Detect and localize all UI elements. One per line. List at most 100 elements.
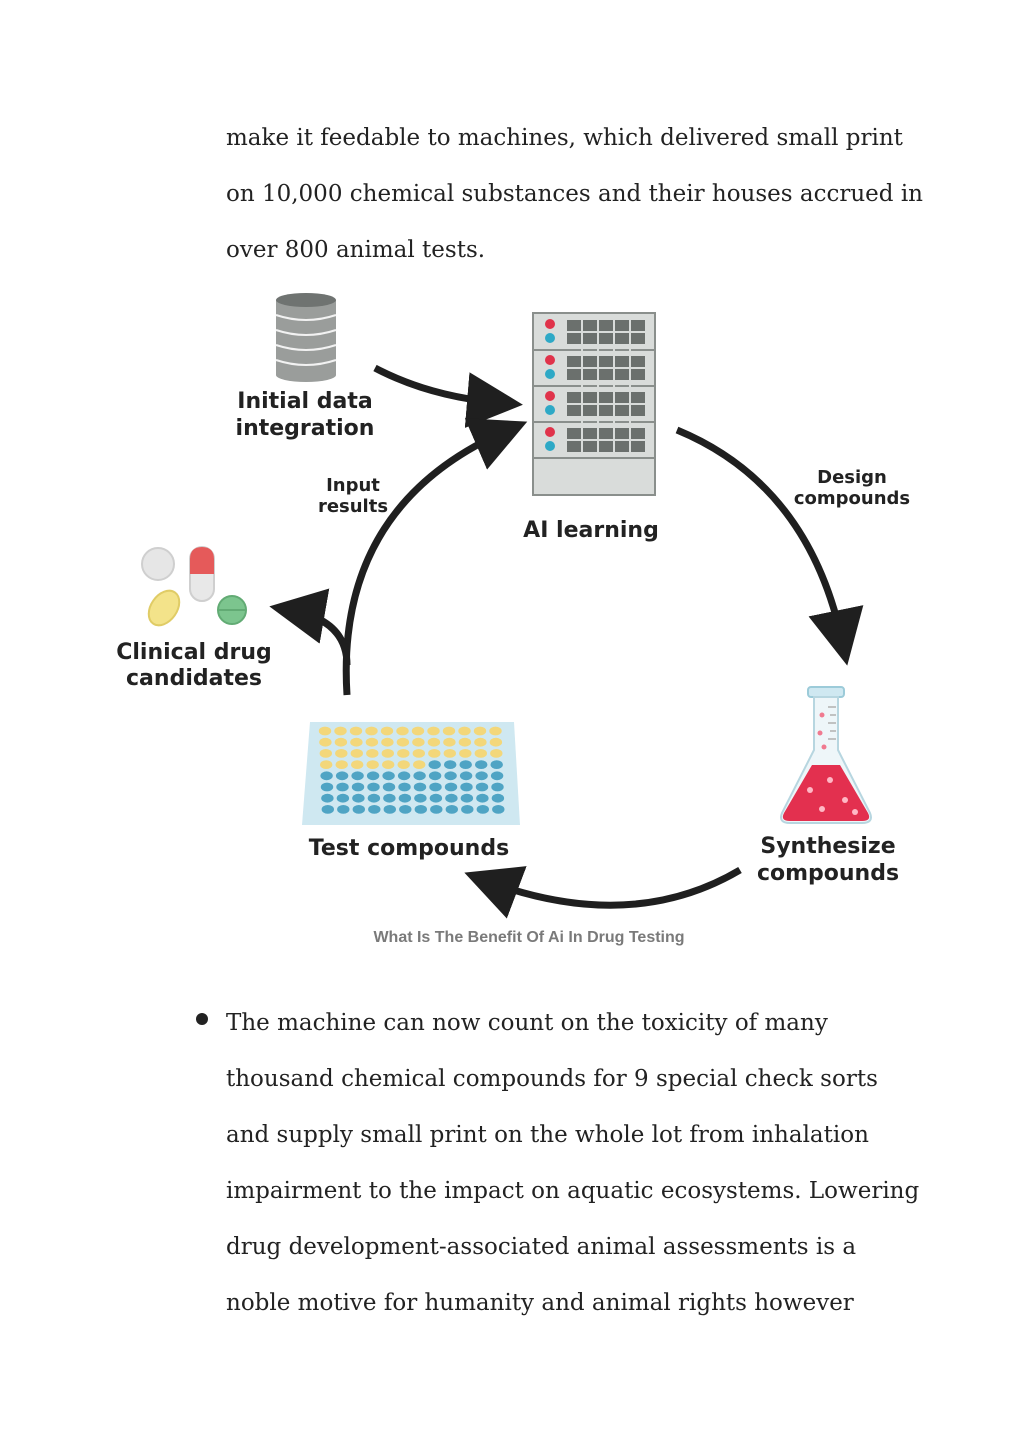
plate-well — [336, 793, 350, 803]
plate-well — [351, 760, 364, 769]
plate-well — [492, 805, 505, 814]
plate-well — [475, 771, 488, 781]
design-compounds-label: Design — [817, 467, 887, 488]
arrow-ai-to-design — [675, 426, 864, 666]
plate-well — [336, 782, 349, 792]
bullet-line: and supply small print on the whole lot … — [226, 1122, 869, 1148]
plate-well — [396, 737, 410, 747]
plate-well — [337, 805, 350, 814]
plate-well — [334, 726, 347, 736]
plate-well — [320, 782, 334, 792]
plate-well — [458, 737, 472, 747]
plate-well — [352, 793, 365, 803]
intro-line: make it feedable to machines, which deli… — [226, 125, 903, 151]
plate-well — [428, 771, 442, 781]
plate-well — [428, 749, 441, 758]
plate-well — [474, 737, 487, 747]
plate-well — [334, 737, 348, 747]
plate-well — [459, 760, 472, 769]
plate-well — [399, 805, 412, 814]
plate-well — [413, 771, 426, 781]
arrow-data-to-ai — [373, 364, 523, 428]
plate-well — [444, 771, 457, 781]
bullet-line: thousand chemical compounds for 9 specia… — [226, 1066, 878, 1092]
initial-data-label: Initial data — [237, 389, 372, 414]
plate-well — [349, 726, 363, 736]
plate-well — [444, 782, 458, 792]
plate-well — [381, 749, 394, 758]
plate-well — [351, 782, 365, 792]
plate-well — [367, 782, 380, 792]
plate-well — [382, 782, 396, 792]
plate-well — [489, 726, 502, 736]
plate-well — [383, 805, 396, 814]
plate-well — [414, 793, 427, 803]
test-compounds-label: Test compounds — [309, 836, 509, 861]
plate-well — [490, 749, 503, 758]
plate-well — [443, 749, 456, 758]
plate-well — [398, 793, 412, 803]
plate-well — [382, 771, 395, 781]
plate-well — [460, 782, 473, 792]
plate-well — [366, 749, 379, 758]
synthesize-label: compounds — [757, 861, 899, 886]
initial-data-label: integration — [236, 416, 375, 441]
plate-well — [428, 760, 441, 769]
plate-well — [380, 726, 394, 736]
plate-well — [352, 805, 365, 814]
plate-well — [443, 737, 456, 747]
plate-well — [460, 793, 474, 803]
plate-well — [335, 749, 348, 758]
figure-caption: What Is The Benefit Of Ai In Drug Testin… — [373, 929, 685, 946]
bullet-line: impairment to the impact on aquatic ecos… — [226, 1178, 920, 1204]
plate-well — [473, 726, 487, 736]
intro-line: on 10,000 chemical substances and their … — [226, 181, 923, 207]
plate-well — [367, 793, 381, 803]
plate-well — [398, 782, 411, 792]
plate-well — [319, 737, 332, 747]
plate-well — [396, 726, 409, 736]
plate-well — [476, 805, 489, 814]
bullet-line: noble motive for humanity and animal rig… — [226, 1290, 854, 1316]
intro-line: over 800 animal tests. — [226, 237, 486, 263]
plate-well — [412, 749, 425, 758]
plate-well — [413, 760, 426, 769]
clinical-drug-label: candidates — [126, 666, 262, 691]
plate-well — [366, 760, 379, 769]
bullet-point — [196, 1013, 208, 1025]
well-plate-icon — [302, 722, 520, 825]
plate-well — [321, 793, 334, 803]
plate-well — [351, 771, 364, 781]
arrow-test-to-ai — [342, 418, 528, 696]
plate-well — [475, 760, 488, 769]
arrow-to-clinical — [269, 588, 351, 666]
cycle-diagram-svg: Initial data integration — [116, 293, 910, 919]
plate-well — [365, 726, 378, 736]
plate-well — [320, 760, 333, 769]
plate-well — [365, 737, 379, 747]
clinical-drug-label: Clinical drug — [116, 640, 272, 665]
flask-icon — [780, 686, 872, 824]
plate-well — [461, 805, 474, 814]
plate-well — [490, 771, 504, 781]
plate-well — [445, 805, 458, 814]
plate-well — [474, 749, 487, 758]
plate-well — [350, 737, 363, 747]
plate-well — [458, 726, 471, 736]
plate-well — [490, 760, 503, 769]
arrow-synthesize-to-test — [464, 866, 742, 919]
plate-well — [430, 805, 443, 814]
plate-well — [459, 771, 473, 781]
bullet-line: The machine can now count on the toxicit… — [226, 1010, 828, 1036]
plate-well — [350, 749, 363, 758]
plate-well — [383, 793, 396, 803]
plate-well — [444, 760, 457, 769]
plate-well — [476, 793, 489, 803]
drug-discovery-cycle-diagram: Initial data integration — [110, 285, 930, 925]
plate-well — [427, 726, 440, 736]
design-compounds-label: compounds — [794, 488, 910, 509]
plate-well — [411, 726, 425, 736]
plate-well — [412, 737, 425, 747]
server-rack-icon — [532, 312, 656, 496]
pills-icon — [141, 546, 247, 627]
